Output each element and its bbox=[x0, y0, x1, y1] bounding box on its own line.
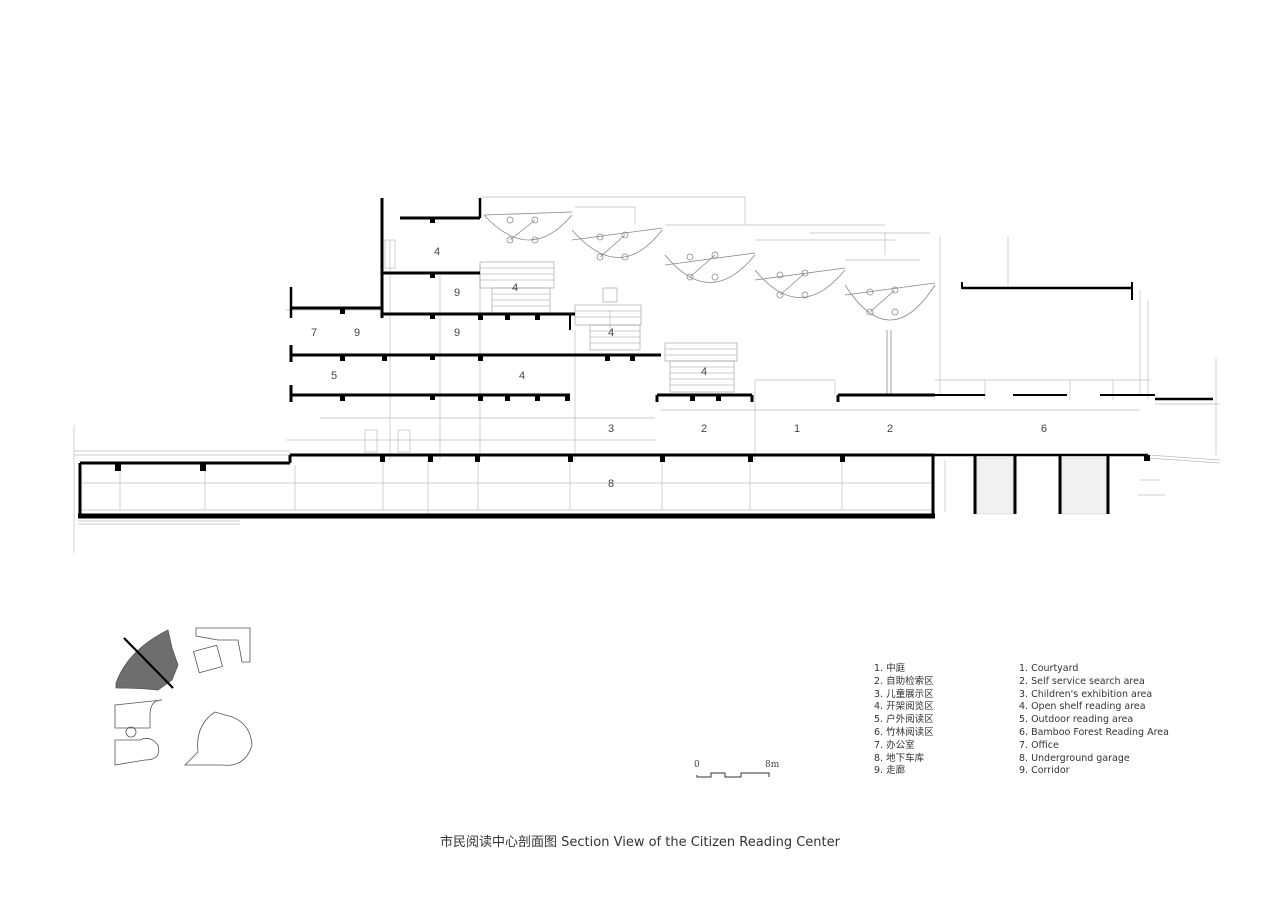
legend-item: 6. Bamboo Forest Reading Area bbox=[1019, 726, 1169, 738]
room-label: 2 bbox=[701, 423, 707, 435]
legend-english: 1. Courtyard 2. Self service search area… bbox=[1019, 663, 1169, 778]
room-label: 4 bbox=[434, 246, 440, 258]
room-labels: 4 9 4 7 9 9 4 5 4 4 3 2 1 2 6 8 bbox=[311, 246, 1047, 490]
room-label: 7 bbox=[311, 327, 317, 339]
scale-end: 8m bbox=[765, 760, 780, 770]
legend-item: 8. Underground garage bbox=[1019, 752, 1130, 764]
legend-item: 5. 户外阅读区 bbox=[874, 714, 934, 726]
scale-start: 0 bbox=[694, 760, 700, 770]
legend-item: 9. 走廊 bbox=[874, 765, 906, 777]
beams bbox=[115, 218, 1150, 471]
room-label: 4 bbox=[608, 327, 614, 339]
roof-trusses bbox=[483, 211, 936, 395]
bookshelf-blocks bbox=[479, 261, 738, 393]
room-label: 4 bbox=[519, 370, 525, 382]
legend-item: 9. Corridor bbox=[1019, 765, 1070, 777]
legend-item: 4. Open shelf reading area bbox=[1019, 701, 1146, 713]
scale-bar: 0 8m bbox=[694, 760, 780, 778]
key-plan bbox=[114, 627, 253, 766]
structure bbox=[78, 198, 1213, 519]
room-label: 8 bbox=[608, 478, 614, 490]
room-label: 3 bbox=[608, 423, 614, 435]
legend-item: 2. Self service search area bbox=[1019, 675, 1145, 687]
legend-item: 3. Children's exhibition area bbox=[1019, 688, 1153, 700]
room-label: 4 bbox=[512, 282, 518, 294]
room-label: 9 bbox=[354, 327, 360, 339]
legend-item: 7. 办公室 bbox=[874, 739, 915, 751]
legend-item: 1. 中庭 bbox=[874, 663, 906, 674]
legend-chinese: 1. 中庭 2. 自助检索区 3. 儿童展示区 4. 开架阅览区 5. 户外阅读… bbox=[874, 663, 934, 778]
legend-item: 4. 开架阅览区 bbox=[874, 701, 934, 713]
legend-item: 1. Courtyard bbox=[1019, 663, 1079, 674]
legend-item: 5. Outdoor reading area bbox=[1019, 714, 1134, 726]
room-label: 5 bbox=[331, 370, 337, 382]
room-label: 9 bbox=[454, 327, 460, 339]
legend-item: 8. 地下车库 bbox=[874, 752, 925, 764]
soil-hatch bbox=[976, 457, 1107, 515]
legend-item: 2. 自助检索区 bbox=[874, 675, 934, 687]
legend-item: 6. 竹林阅读区 bbox=[874, 726, 934, 738]
room-label: 6 bbox=[1041, 423, 1047, 435]
legend-item: 7. Office bbox=[1019, 739, 1059, 751]
room-label: 9 bbox=[454, 287, 460, 299]
thin-lines bbox=[73, 196, 1221, 553]
room-label: 1 bbox=[794, 423, 800, 435]
drawing-title: 市民阅读中心剖面图 Section View of the Citizen Re… bbox=[440, 835, 840, 850]
room-label: 4 bbox=[701, 366, 707, 378]
room-label: 2 bbox=[887, 423, 893, 435]
legend-item: 3. 儿童展示区 bbox=[874, 688, 934, 700]
